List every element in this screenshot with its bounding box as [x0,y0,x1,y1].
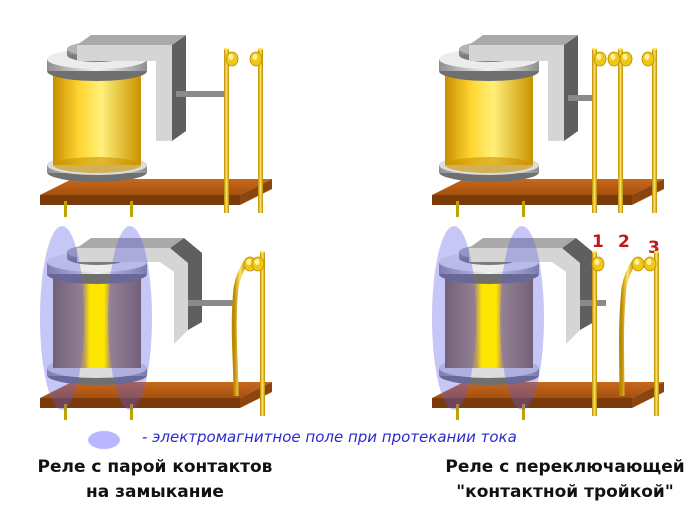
contact-number-2: 2 [618,232,630,252]
magnetic-field-right [108,226,152,410]
relay-changeover-energized [432,226,664,420]
relay-normally-open-energized [40,226,272,420]
contact-number-3: 3 [648,238,660,258]
magnetic-field-left [40,226,84,410]
relay-changeover-idle: 1 2 3 [432,35,664,258]
relay-normally-open-idle [40,35,272,217]
caption-right-line2: "контактной тройкой" [456,482,674,502]
armature-rod [176,91,226,97]
field-legend-swatch [88,431,120,449]
caption-right-line1: Реле с переключающей [445,457,685,477]
caption-left: Реле с парой контактов на замыкание [20,455,290,505]
caption-left-line1: Реле с парой контактов [37,457,273,477]
contact-number-1: 1 [592,232,604,252]
field-legend-text: - электромагнитное поле при протекании т… [142,428,517,446]
caption-right: Реле с переключающей "контактной тройкой… [430,455,700,505]
caption-left-line2: на замыкание [86,482,224,502]
